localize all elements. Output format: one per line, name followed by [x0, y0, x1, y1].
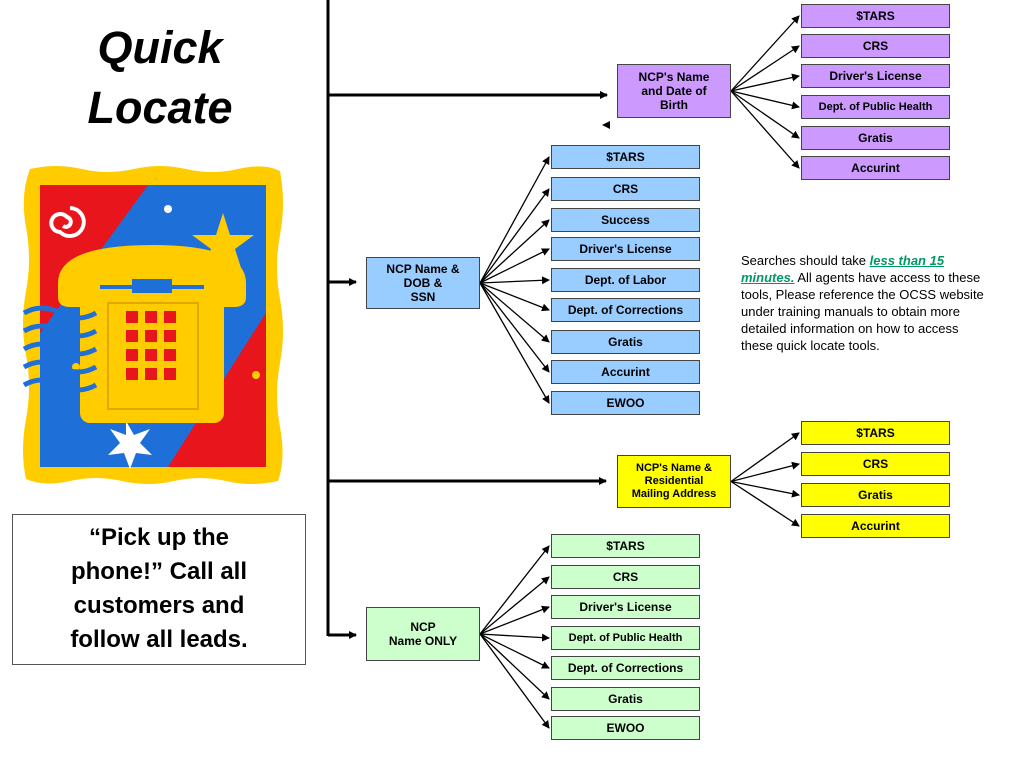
page-title: Quick Locate: [50, 18, 270, 138]
category-label-line: NCP: [410, 620, 436, 634]
stray-arrowhead: [602, 121, 610, 129]
fan-arrow: [479, 545, 550, 635]
tool-dept-corrections: Dept. of Corrections: [551, 656, 700, 680]
fan-arrow: [730, 73, 800, 92]
tool-ewoo: EWOO: [551, 391, 700, 415]
fan-arrow: [730, 480, 800, 527]
note-emphasis: less than 15 minutes.: [741, 253, 945, 285]
tool-crs: CRS: [551, 565, 700, 589]
category-residential: NCP's Name & Residential Mailing Address: [617, 455, 731, 508]
title-line-2: Locate: [87, 82, 233, 133]
quote-line-4: follow all leads.: [70, 626, 248, 653]
tool-tars: $TARS: [801, 4, 950, 28]
category-name-only: NCP Name ONLY: [366, 607, 480, 661]
category-label-line: NCP Name &: [386, 262, 460, 276]
fan-arrow: [730, 45, 800, 92]
fan-arrow: [730, 90, 800, 139]
category-label-line: Birth: [659, 98, 688, 112]
fan-arrow: [479, 633, 550, 729]
tool-crs: CRS: [801, 452, 950, 476]
fan-arrow: [479, 282, 550, 312]
fan-arrow: [479, 282, 550, 404]
fan-arrow: [479, 633, 550, 642]
tool-accurint: Accurint: [801, 156, 950, 180]
tool-crs: CRS: [551, 177, 700, 201]
telephone-clipart-icon: [22, 166, 283, 484]
category-label-line: Residential: [644, 475, 704, 487]
tool-drivers-license: Driver's License: [551, 237, 700, 261]
tool-gratis: Gratis: [801, 483, 950, 507]
category-label-line: and Date of: [641, 84, 707, 98]
fan-arrow: [479, 156, 550, 284]
tool-success: Success: [551, 208, 700, 232]
fan-arrow: [730, 90, 800, 110]
fan-arrow: [479, 633, 550, 700]
fan-arrow: [479, 605, 550, 635]
fan-arrow: [479, 633, 550, 669]
fan-arrow: [479, 276, 550, 285]
tool-tars: $TARS: [551, 145, 700, 169]
quote-line-2: phone!” Call all: [70, 558, 247, 585]
tool-public-health: Dept. of Public Health: [551, 626, 700, 650]
category-label-line: NCP's Name: [638, 70, 710, 84]
tool-public-health: Dept. of Public Health: [801, 95, 950, 119]
tool-gratis: Gratis: [801, 126, 950, 150]
tool-tars: $TARS: [551, 534, 700, 558]
tool-accurint: Accurint: [551, 360, 700, 384]
category-label-line: Name ONLY: [388, 634, 458, 648]
tool-dept-corrections: Dept. of Corrections: [551, 298, 700, 322]
fan-arrow: [730, 15, 800, 92]
fan-arrow: [730, 461, 800, 483]
tool-gratis: Gratis: [551, 330, 700, 354]
note-text-2: All agents have access to these tools, P…: [741, 270, 984, 353]
category-label-line: NCP's Name &: [636, 462, 712, 474]
category-label-line: Mailing Address: [631, 488, 717, 500]
tool-tars: $TARS: [801, 421, 950, 445]
tool-accurint: Accurint: [801, 514, 950, 538]
quote-line-1: “Pick up the: [88, 524, 230, 551]
fan-arrow: [730, 432, 800, 483]
tool-drivers-license: Driver's License: [801, 64, 950, 88]
fan-arrow: [479, 248, 550, 284]
category-name-dob: NCP's Name and Date of Birth: [617, 64, 731, 118]
fan-arrow: [479, 282, 550, 373]
fan-arrow: [479, 576, 550, 635]
fan-arrow: [479, 282, 550, 343]
instructions-note: Searches should take less than 15 minute…: [741, 252, 991, 354]
tool-gratis: Gratis: [551, 687, 700, 711]
fan-arrow: [479, 188, 550, 284]
note-text-1: Searches should take: [741, 253, 870, 268]
tool-ewoo: EWOO: [551, 716, 700, 740]
fan-arrow: [730, 480, 800, 498]
category-label-line: SSN: [410, 290, 436, 304]
category-dob-ssn: NCP Name & DOB & SSN: [366, 257, 480, 309]
title-line-1: Quick: [97, 22, 223, 73]
category-label-line: DOB &: [403, 276, 443, 290]
fan-arrow: [479, 219, 550, 284]
tool-crs: CRS: [801, 34, 950, 58]
fan-arrow: [730, 90, 800, 169]
quote-line-3: customers and: [73, 592, 245, 619]
tool-drivers-license: Driver's License: [551, 595, 700, 619]
tool-dept-labor: Dept. of Labor: [551, 268, 700, 292]
quote-box: “Pick up the phone!” Call all customers …: [12, 514, 306, 665]
